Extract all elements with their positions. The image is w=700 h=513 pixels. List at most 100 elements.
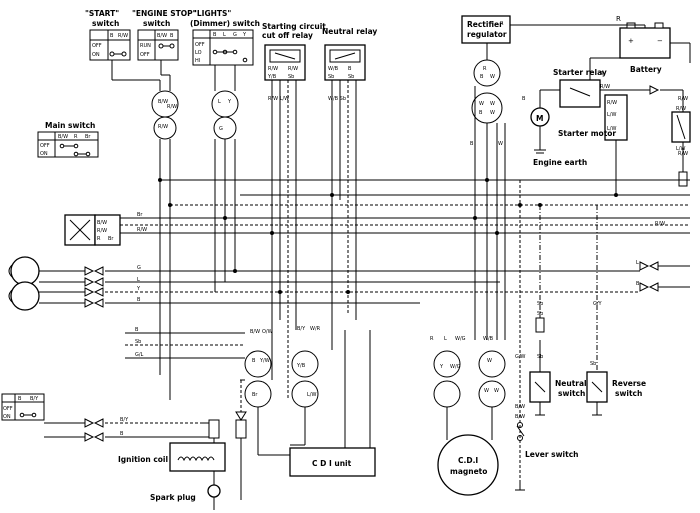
ignition-coil-label: Ignition coil	[118, 455, 168, 464]
lights-dimmer-switch: "LIGHTS" (Dimmer) switch OFF LO HI B L G…	[190, 9, 260, 66]
svg-text:Y/B: Y/B	[267, 74, 277, 80]
lights-col-y: Y	[242, 32, 247, 38]
starter-motor-label: Starter motor	[558, 129, 616, 138]
svg-text:G: G	[137, 265, 141, 271]
neutral-switch: Neutral switch	[529, 317, 587, 416]
lights-col-b: B	[213, 32, 217, 38]
svg-text:R/W: R/W	[607, 100, 617, 106]
svg-text:W: W	[487, 358, 492, 364]
svg-text:G/L: G/L	[135, 352, 144, 358]
stop-switch-sub: switch	[143, 19, 170, 28]
bus-labels: Br R/W G L Y B B Sb G/L B/Y B L B R/W	[120, 212, 665, 437]
cutoff-title: Starting circuit	[262, 22, 326, 31]
reverse-switch-label2: switch	[615, 389, 642, 398]
lever-switch: Lever switch	[515, 422, 579, 491]
lights-row-off: OFF	[195, 42, 205, 48]
svg-text:Sb: Sb	[135, 339, 141, 345]
svg-text:B: B	[636, 281, 640, 287]
svg-text:ON: ON	[3, 414, 11, 420]
svg-text:W: W	[490, 101, 495, 107]
svg-text:B/W: B/W	[158, 99, 168, 105]
svg-text:Y/B: Y/B	[296, 363, 306, 369]
svg-text:B: B	[522, 96, 526, 102]
neutral-switch-label: Neutral	[555, 379, 587, 388]
main-switch-title: Main switch	[45, 121, 95, 130]
neutral-relay-title: Neutral relay	[322, 27, 377, 36]
svg-text:B/W: B/W	[250, 329, 260, 335]
svg-text:W/B: W/B	[483, 336, 494, 342]
svg-text:+: +	[628, 37, 634, 45]
cdi-connectors: B/W O/W B Y/W Br B/Y W/R Y/B L/W R L W/G…	[240, 326, 506, 456]
svg-text:B/W: B/W	[515, 404, 525, 410]
svg-text:B: B	[348, 66, 352, 72]
svg-text:R/W: R/W	[167, 104, 177, 110]
svg-text:Sb: Sb	[348, 74, 354, 80]
svg-text:R: R	[483, 66, 487, 72]
headlight-left-upper	[8, 256, 40, 286]
vertical-wires	[159, 80, 617, 480]
svg-text:M: M	[536, 114, 543, 123]
svg-text:Sb: Sb	[537, 301, 543, 307]
svg-text:Br: Br	[252, 392, 258, 398]
svg-text:W: W	[498, 141, 503, 147]
stop-col-bw: B/W	[157, 33, 167, 39]
headlight-left-lower	[8, 281, 40, 311]
svg-text:L: L	[218, 99, 221, 105]
svg-text:Br: Br	[85, 134, 91, 140]
right-fuse: R/W R/W	[671, 90, 691, 187]
right-wire-labels: Sb G/W Sb Sb B/W G/Y B/W Sb B R R/W L/W …	[470, 21, 686, 420]
svg-text:G/W: G/W	[515, 354, 526, 360]
svg-text:B/W: B/W	[58, 134, 68, 140]
battery-wiring	[486, 24, 691, 108]
svg-text:Br: Br	[108, 236, 114, 242]
svg-text:W: W	[490, 74, 495, 80]
bus-wires	[39, 179, 690, 438]
svg-text:R/W: R/W	[678, 96, 688, 102]
svg-text:G/Y: G/Y	[593, 301, 603, 307]
neutral-switch-label2: switch	[558, 389, 585, 398]
svg-text:B/Y: B/Y	[30, 396, 39, 402]
svg-text:Y: Y	[227, 99, 232, 105]
lights-switch-title: "LIGHTS"	[193, 9, 231, 18]
starter-relay-label: Starter relay	[553, 68, 607, 77]
svg-text:W/G: W/G	[450, 364, 461, 370]
svg-text:W/R: W/R	[310, 326, 321, 332]
neutral-wires: W/B Sb	[328, 96, 346, 102]
starter-relay: Starter relay R/W L/W L/W	[553, 68, 628, 141]
svg-text:L: L	[444, 336, 447, 342]
svg-text:B: B	[137, 297, 141, 303]
svg-text:R/W: R/W	[600, 84, 610, 90]
svg-text:L: L	[137, 277, 140, 283]
svg-text:R/W: R/W	[655, 221, 665, 227]
svg-text:W/B: W/B	[328, 66, 339, 72]
svg-text:L/W: L/W	[607, 126, 616, 132]
lever-switch-label: Lever switch	[525, 450, 579, 459]
svg-text:Sb: Sb	[328, 74, 334, 80]
svg-text:Y: Y	[439, 364, 444, 370]
svg-text:L/W: L/W	[607, 112, 616, 118]
svg-text:OFF: OFF	[40, 143, 50, 149]
engine-earth-label: Engine earth	[533, 158, 587, 167]
svg-text:W/G: W/G	[455, 336, 466, 342]
svg-text:B: B	[18, 396, 22, 402]
start-col-rw: R/W	[118, 33, 128, 39]
diode-and-resistor	[235, 380, 247, 500]
cdi-unit: C D I unit	[289, 330, 376, 477]
svg-text:B: B	[479, 110, 483, 116]
svg-text:Y: Y	[136, 286, 141, 292]
rectifier-title: Rectifier	[467, 20, 503, 29]
stop-row-run: RUN	[140, 43, 151, 49]
lights-row-lo: LO	[195, 50, 202, 56]
svg-text:W: W	[479, 101, 484, 107]
svg-text:−: −	[657, 37, 663, 45]
svg-text:R/W: R/W	[97, 228, 107, 234]
svg-text:W: W	[494, 388, 499, 394]
ignition-coil: Ignition coil	[118, 419, 226, 472]
lights-switch-sub: (Dimmer) switch	[190, 19, 260, 28]
svg-text:B: B	[135, 327, 139, 333]
junction-dots	[158, 178, 618, 294]
lights-row-hi: HI	[195, 58, 200, 64]
svg-text:Sb: Sb	[537, 311, 543, 317]
